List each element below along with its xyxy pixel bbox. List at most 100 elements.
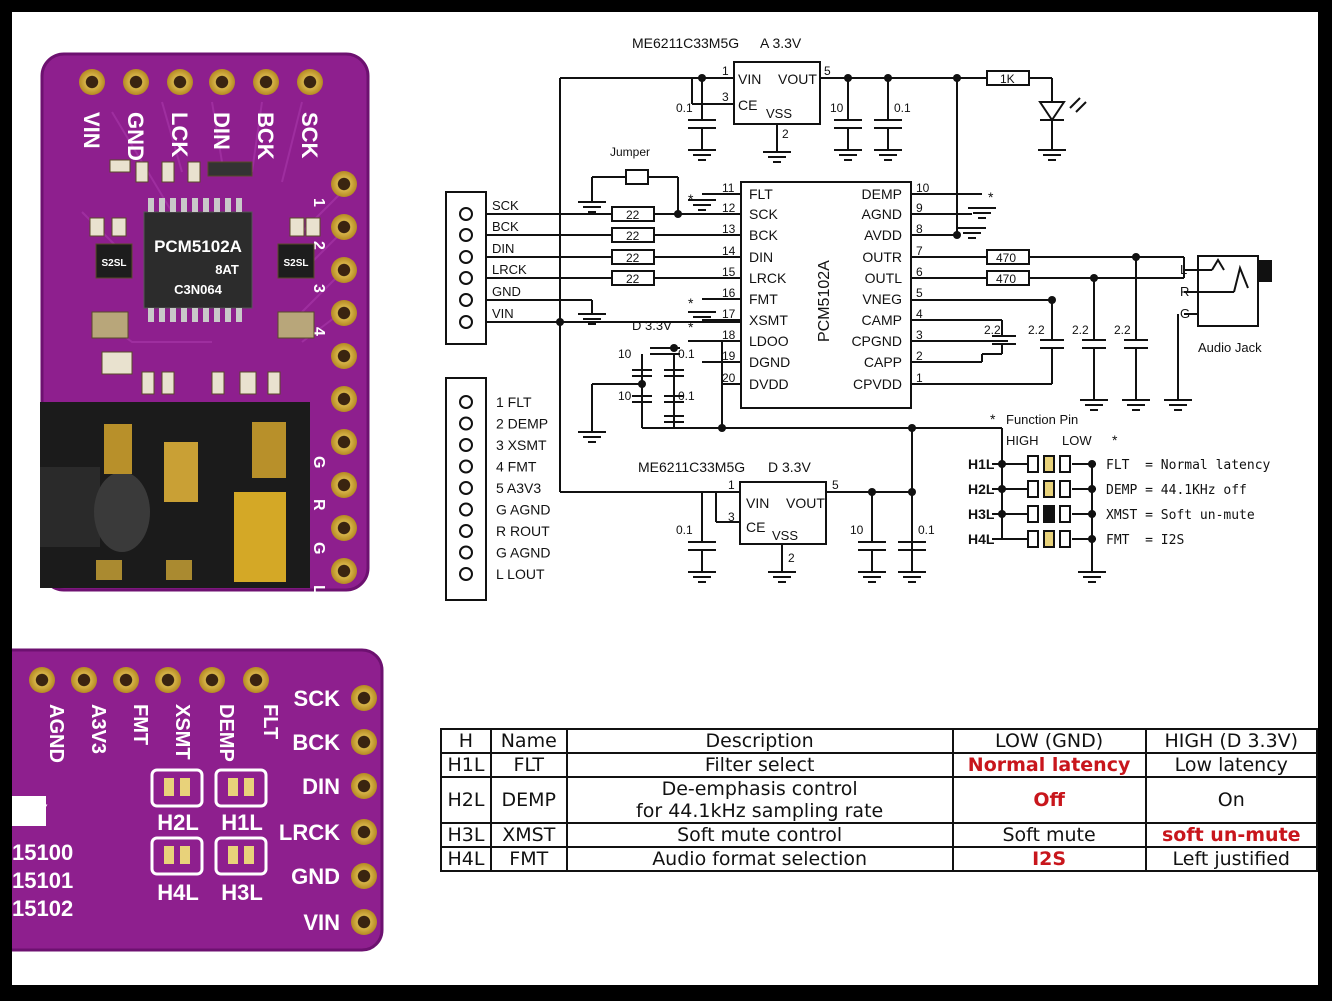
cell-h: H1L	[440, 752, 492, 778]
header-pin-circle	[459, 481, 473, 495]
cell-description: Soft mute control	[565, 822, 954, 848]
pcb-top-label: VIN	[79, 112, 104, 149]
header-pin-circle	[459, 228, 473, 242]
function-row-label: H4L	[968, 531, 995, 547]
pcb-bottom-right-label: LRCK	[279, 820, 340, 845]
cell-name: FMT	[489, 846, 568, 872]
header-pad	[209, 69, 235, 95]
ic-left-pin-num: 19	[722, 349, 736, 363]
schematic: ME6211C33M5G A 3.3V VIN CE VSS VOUT 1 3 …	[445, 35, 1272, 601]
pcb-right-label: G	[310, 542, 327, 554]
pcb-top-label: DIN	[209, 112, 234, 150]
function-pin-star2: *	[1112, 432, 1118, 448]
pcm5102a-ic	[740, 181, 912, 409]
rail-d33: D 3.3V	[632, 318, 672, 333]
ic-right-pin-label: OUTL	[865, 270, 903, 286]
reg-bot-pin-vss: VSS	[772, 528, 798, 543]
reg-top-num-1: 1	[722, 64, 729, 78]
pcb-bottom-label: FMT	[129, 704, 151, 745]
header-pad	[167, 69, 193, 95]
ic-left-pin-num: 14	[722, 244, 736, 258]
jumper-pad-high	[1027, 480, 1039, 498]
ic-left-pin-label: FLT	[749, 186, 773, 202]
ic-left-pin-num: 11	[722, 181, 735, 195]
jumper-label-h2l: H2L	[157, 810, 199, 835]
jumper-label-h4l: H4L	[157, 880, 199, 905]
r22-4: 22	[626, 272, 640, 286]
ic-right-pin-num: 6	[916, 265, 923, 279]
ic-left-pin-label: LRCK	[749, 270, 787, 286]
ic-right-pin-num: 4	[916, 307, 923, 321]
header-pin-circle	[459, 207, 473, 221]
reg-top-num-3: 3	[722, 90, 729, 104]
header-pad	[71, 667, 97, 693]
jumper-pad-high	[1027, 530, 1039, 548]
function-row-desc: DEMP = 44.1KHz off	[1106, 483, 1247, 498]
header-pin-circle	[459, 459, 473, 474]
jack-pin-l: L	[1180, 262, 1187, 277]
description-line: De-emphasis control	[661, 778, 858, 800]
jumper-label: Jumper	[610, 145, 650, 159]
ic-right-pin-num: 10	[916, 181, 930, 195]
col-header-description: Description	[565, 728, 954, 754]
function-pin-star: *	[990, 411, 996, 427]
header-pin-circle	[459, 395, 473, 409]
header-pad	[331, 429, 357, 455]
ic-left-pin-label: DVDD	[749, 376, 789, 392]
cell-low: I2S	[951, 846, 1147, 872]
reg-bot-num-2: 2	[788, 551, 795, 565]
ic-left-pin-label: XSMT	[749, 312, 788, 328]
cap-bot-2: 10	[850, 523, 864, 537]
cell-h: H2L	[440, 776, 492, 824]
header-pad	[113, 667, 139, 693]
header-b-label: 3 XSMT	[496, 437, 547, 453]
cap-dec-4: 0.1	[678, 389, 695, 403]
header-pad	[331, 472, 357, 498]
chip-label: PCM5102A	[154, 237, 242, 256]
header-a-label: DIN	[492, 241, 514, 256]
pcb-bottom-label: DEMP	[215, 704, 237, 762]
header-pad	[351, 909, 377, 935]
ic-right-pin-label: AGND	[862, 206, 902, 222]
pcb-right-label: 4	[310, 327, 327, 336]
chip-line2: 8AT	[215, 262, 239, 277]
jumper-pad-high	[1027, 505, 1039, 523]
cell-low: Normal latency	[951, 752, 1147, 778]
side-text-1: 15100	[12, 840, 73, 865]
header-b-label: 2 DEMP	[496, 416, 548, 432]
function-row-desc: XMST = Soft un-mute	[1106, 508, 1255, 523]
cap-out-3: 2.2	[1072, 323, 1089, 337]
header-pad	[331, 214, 357, 240]
cell-low: Soft mute	[951, 822, 1147, 848]
pcb-bottom-right-label: BCK	[292, 730, 340, 755]
pcb-top-label: LCK	[167, 112, 192, 157]
cap-out-4: 2.2	[1114, 323, 1131, 337]
header-pad	[253, 69, 279, 95]
reg-bot-num-1: 1	[728, 478, 735, 492]
header-b-label: 4 FMT	[496, 459, 537, 475]
reg-top-part: ME6211C33M5G	[632, 35, 739, 51]
cell-description: Filter select	[565, 752, 954, 778]
ic-right-pin-label: CPGND	[851, 333, 902, 349]
ic-name: PCM5102A	[816, 260, 833, 342]
col-header-low: LOW (GND)	[951, 728, 1147, 754]
reg-bot-pin-ce: CE	[746, 519, 765, 535]
pcm5102a-chip	[143, 211, 253, 309]
jumper-pad-low	[1059, 530, 1071, 548]
cap-top-1: 0.1	[676, 101, 693, 115]
ic-right-pin-num: 7	[916, 244, 923, 258]
cell-description: Audio format selection	[565, 846, 954, 872]
col-header-high: HIGH (D 3.3V)	[1144, 728, 1318, 754]
regulator-mark-right: S2SL	[283, 258, 308, 269]
ic-left-pin-num: 18	[722, 328, 736, 342]
star-flt: *	[688, 191, 694, 207]
description-line: Filter select	[704, 754, 815, 776]
ic-right-pin-num: 2	[916, 349, 923, 363]
jumper-pad-mid	[1043, 505, 1055, 523]
header-pin-circle	[459, 545, 473, 560]
reg-bot-pin-vout: VOUT	[786, 495, 825, 511]
reg-top-pin-vin: VIN	[738, 71, 761, 87]
